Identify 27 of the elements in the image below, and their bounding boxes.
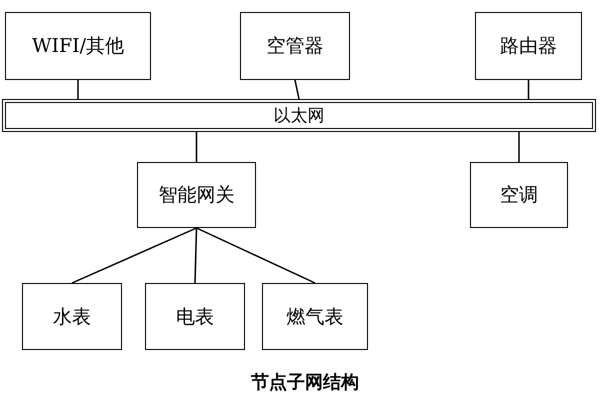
node-box — [470, 162, 568, 228]
connector-line — [518, 132, 520, 162]
node-label: 路由器 — [500, 34, 557, 59]
node-label: WIFI/其他 — [32, 34, 124, 59]
connector-line — [196, 227, 316, 284]
node-label: 以太网 — [274, 105, 324, 127]
connector-line — [528, 80, 530, 99]
node-label: 水表 — [53, 304, 91, 330]
node-label: 空调 — [500, 183, 538, 208]
node-box — [145, 283, 245, 350]
node-box — [5, 12, 151, 80]
node-label: 智能网关 — [158, 183, 234, 208]
connector-line — [196, 132, 198, 162]
node-box — [240, 12, 350, 80]
connector-line — [72, 227, 197, 284]
node-box — [262, 283, 368, 350]
network-bus-bar — [2, 99, 596, 132]
node-label: 电表 — [176, 304, 214, 330]
caption: 节点子网结构 — [250, 371, 360, 394]
connector-line — [294, 80, 300, 100]
node-box — [22, 283, 122, 350]
node-label: 燃气表 — [286, 304, 344, 330]
connector-line — [194, 228, 198, 284]
connector-line — [77, 80, 79, 99]
node-box — [137, 162, 256, 228]
node-label: 空管器 — [266, 34, 324, 59]
node-box — [475, 12, 582, 80]
